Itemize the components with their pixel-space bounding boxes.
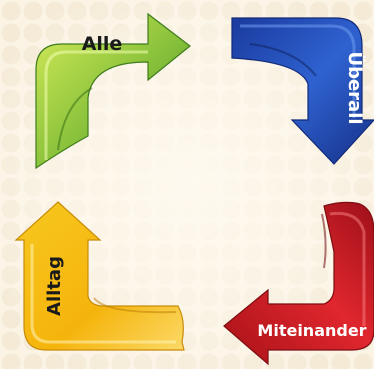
arrow-alltag: Alltag	[14, 201, 185, 351]
arrow-ueberall: Überall	[231, 17, 374, 165]
arrow-miteinander: Miteinander	[223, 201, 374, 366]
label-miteinander: Miteinander	[257, 321, 366, 340]
arrow-down-icon	[231, 17, 374, 165]
label-alltag: Alltag	[44, 256, 65, 316]
arrow-alle: Alle	[35, 12, 191, 170]
label-alle: Alle	[82, 33, 123, 55]
arrow-up-icon	[14, 201, 185, 351]
arrow-left-icon	[223, 201, 374, 366]
label-ueberall: Überall	[344, 51, 366, 124]
